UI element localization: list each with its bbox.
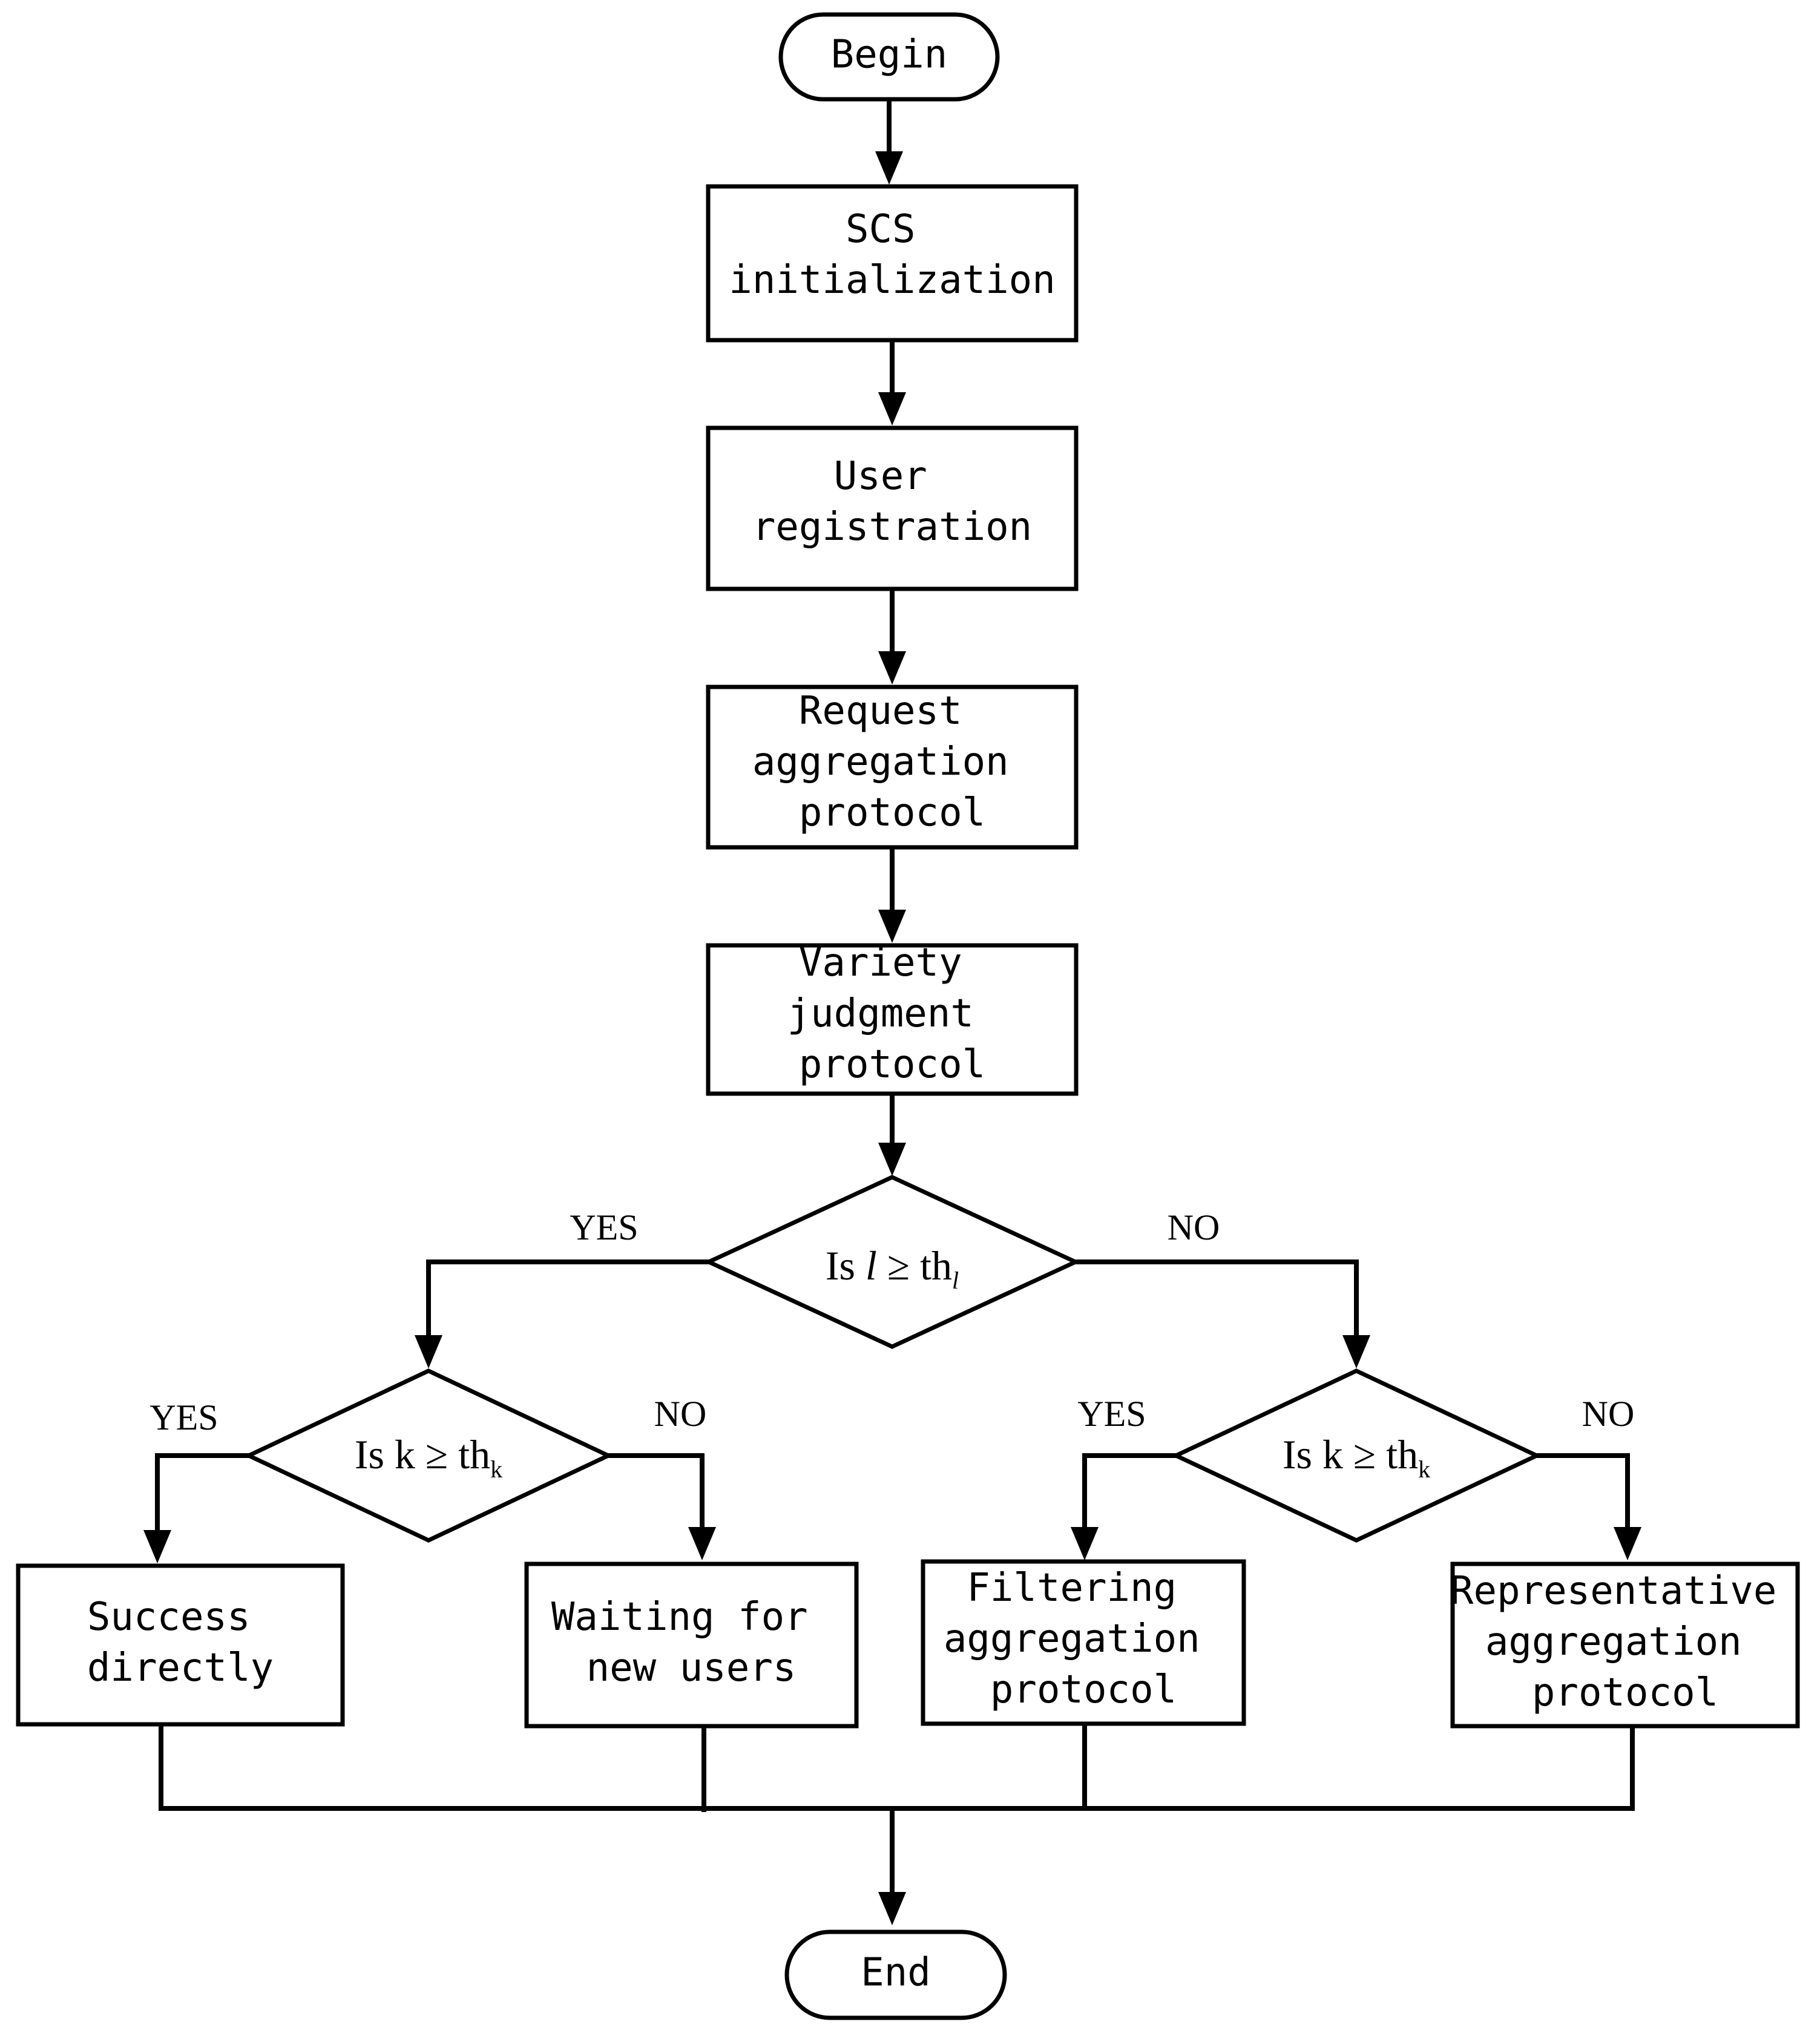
decision-top-variable: l xyxy=(866,1243,877,1289)
filtering-aggregation-text: Filtering aggregation protocol xyxy=(944,1566,1223,1712)
representative-aggregation-text: Representative aggregation protocol xyxy=(1450,1569,1800,1715)
user-registration-text: User registration xyxy=(752,454,1032,550)
right-no-label: NO xyxy=(1582,1394,1635,1434)
decision-left-text: Is k ≥ thk xyxy=(355,1431,502,1483)
end-terminal xyxy=(784,1929,1007,2020)
success-line-2: directly xyxy=(87,1646,274,1690)
begin-label: Begin xyxy=(831,33,948,77)
decision-top-prefix: Is xyxy=(826,1243,866,1289)
top-yes-label: YES xyxy=(570,1207,638,1247)
request-aggregation-text: Request aggregation protocol xyxy=(752,689,1032,835)
registration-line-1: User xyxy=(834,454,927,499)
decision-diamond-top xyxy=(703,1175,1081,1349)
representative-line-1: Representative xyxy=(1450,1569,1776,1614)
decision-left-prefix: Is k ≥ th xyxy=(355,1431,490,1477)
top-no-label: NO xyxy=(1168,1207,1220,1247)
variety-line-1: Variety xyxy=(799,941,962,985)
connector-left-no xyxy=(608,1453,705,1528)
decision-diamond-left xyxy=(243,1368,614,1543)
arrowhead xyxy=(1342,1335,1370,1368)
decision-right-prefix: Is k ≥ th xyxy=(1283,1431,1418,1477)
arrowhead xyxy=(878,1143,906,1176)
request-line-3: protocol xyxy=(799,790,985,835)
scs-initialization-box xyxy=(706,184,1079,343)
filtering-line-1: Filtering xyxy=(967,1566,1177,1611)
user-registration-box xyxy=(706,425,1079,591)
registration-line-2: registration xyxy=(752,505,1032,550)
scs-line-2: initialization xyxy=(729,258,1055,303)
decision-top-text: Is l ≥ thl xyxy=(826,1243,959,1295)
success-directly-text: Success directly xyxy=(87,1595,274,1690)
filtering-line-3: protocol xyxy=(990,1667,1177,1712)
filtering-aggregation-box xyxy=(921,1559,1246,1726)
connector-top-no xyxy=(1076,1259,1359,1336)
scs-initialization-text: SCS initialization xyxy=(729,207,1055,303)
scs-line-1: SCS xyxy=(846,207,916,252)
arrowhead xyxy=(878,392,906,425)
arrowhead xyxy=(1614,1527,1641,1560)
arrowhead xyxy=(415,1335,442,1368)
waiting-new-users-box xyxy=(524,1561,859,1729)
connector-left-yes xyxy=(155,1453,249,1531)
left-yes-label: YES xyxy=(149,1397,218,1437)
right-yes-label: YES xyxy=(1077,1394,1146,1434)
success-directly-box xyxy=(16,1563,345,1727)
arrowhead xyxy=(878,1892,906,1925)
representative-line-2: aggregation xyxy=(1485,1620,1742,1664)
arrowhead xyxy=(143,1530,171,1563)
variety-line-3: protocol xyxy=(799,1042,985,1087)
filtering-line-2: aggregation xyxy=(944,1617,1200,1661)
request-aggregation-box xyxy=(706,685,1079,850)
success-line-1: Success xyxy=(87,1595,251,1640)
variety-line-2: judgment xyxy=(787,991,974,1036)
representative-line-3: protocol xyxy=(1532,1670,1718,1715)
arrowhead xyxy=(688,1527,716,1560)
waiting-line-2: new users xyxy=(586,1646,797,1690)
end-label: End xyxy=(861,1951,931,1995)
left-no-label: NO xyxy=(654,1394,707,1434)
waiting-line-1: Waiting for xyxy=(551,1595,808,1640)
waiting-new-users-text: Waiting for new users xyxy=(551,1595,831,1690)
request-line-2: aggregation xyxy=(752,740,1009,784)
arrowhead xyxy=(878,651,906,685)
variety-judgment-text: Variety judgment protocol xyxy=(787,941,997,1087)
decision-right-subscript: k xyxy=(1418,1456,1430,1483)
arrowhead xyxy=(875,151,903,185)
connector-right-no xyxy=(1537,1453,1630,1528)
representative-aggregation-box xyxy=(1450,1561,1800,1729)
request-line-1: Request xyxy=(799,689,962,734)
decision-right-text: Is k ≥ thk xyxy=(1283,1431,1430,1483)
arrowhead xyxy=(878,910,906,943)
decision-diamond-right xyxy=(1171,1368,1542,1543)
decision-top-operator: ≥ th xyxy=(877,1243,952,1289)
connector-right-yes xyxy=(1082,1453,1176,1528)
decision-top-subscript: l xyxy=(952,1267,959,1294)
arrowhead xyxy=(1071,1527,1099,1560)
decision-left-subscript: k xyxy=(490,1456,502,1483)
connector-top-yes xyxy=(426,1259,709,1336)
